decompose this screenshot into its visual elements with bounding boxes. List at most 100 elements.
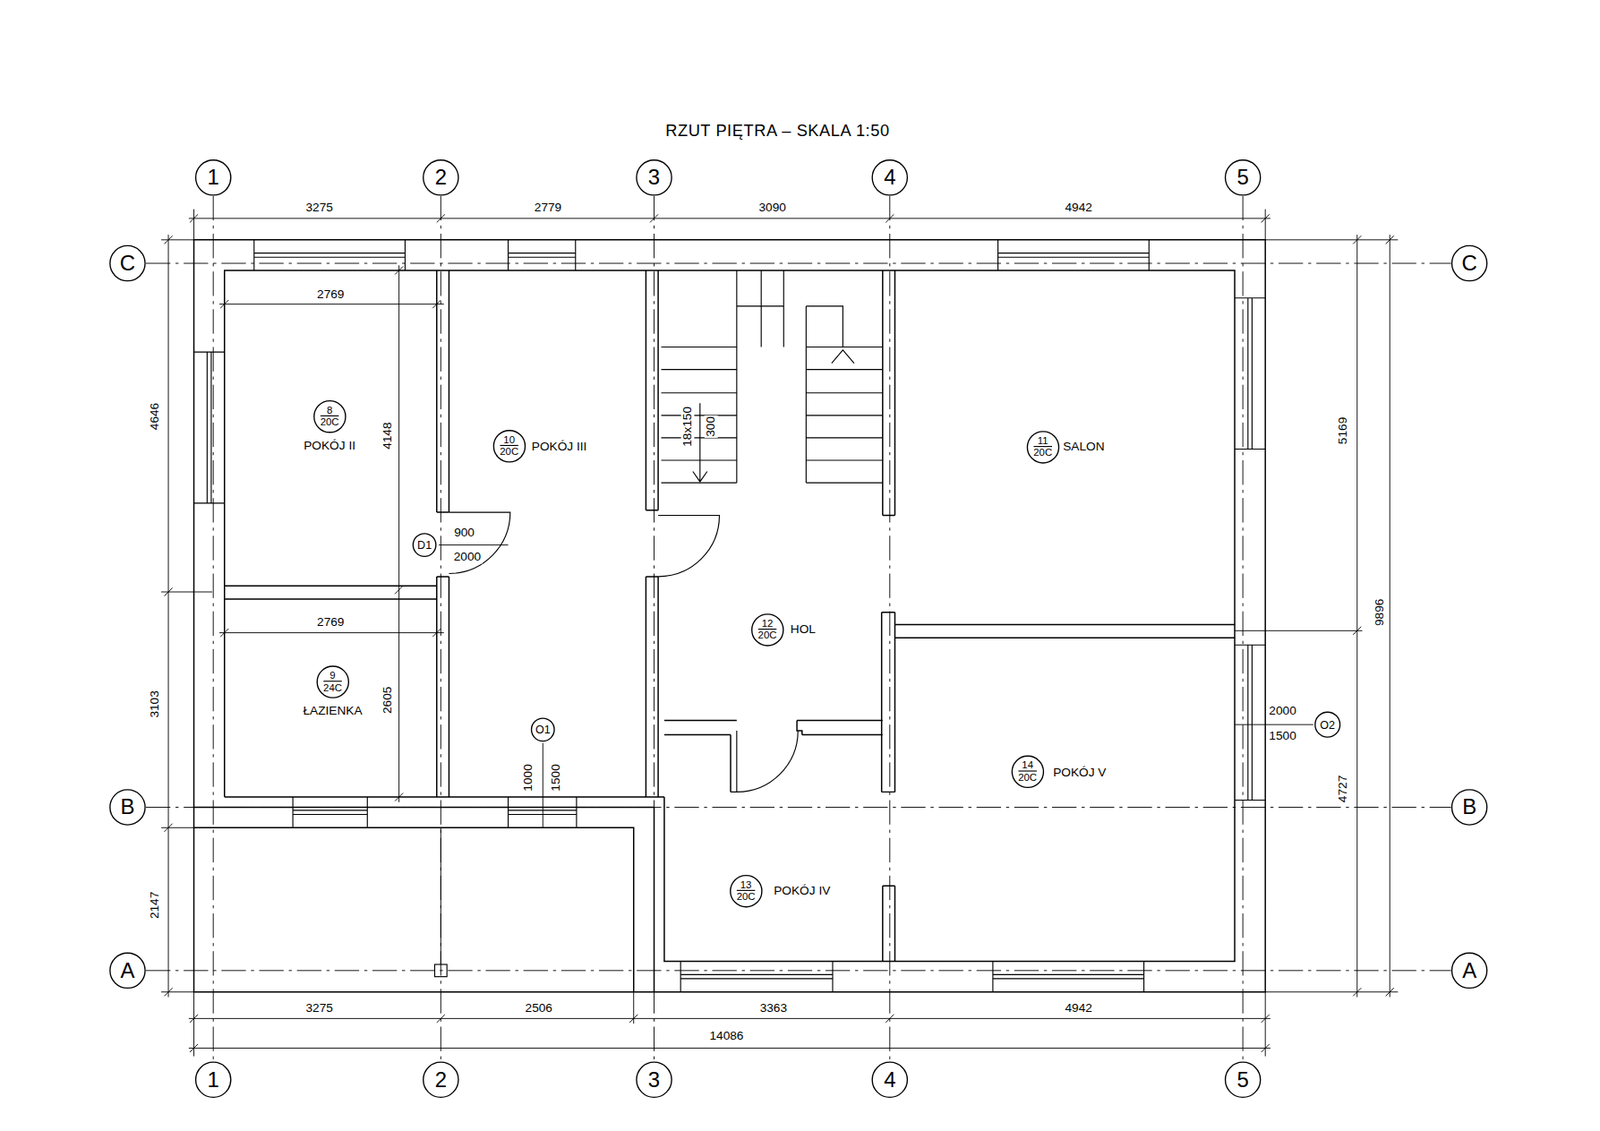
dimension: 3275 bbox=[304, 201, 334, 215]
bubble-text: 1 bbox=[207, 1068, 220, 1092]
bubble-circle bbox=[730, 874, 762, 907]
grid-bubble: C bbox=[1451, 245, 1489, 283]
room-tag: 924C bbox=[316, 665, 350, 699]
bubble-text: 3 bbox=[648, 1068, 660, 1092]
bubble-text: D1 bbox=[417, 539, 432, 552]
axis-mark: B bbox=[1462, 795, 1477, 819]
bubble-circle bbox=[1315, 711, 1341, 737]
grid-bubble: 2 bbox=[422, 159, 460, 197]
grid-bubble: B bbox=[109, 788, 146, 826]
bubble-circle bbox=[751, 614, 783, 646]
element-mark: O2 bbox=[1314, 710, 1342, 738]
room-name: SALON bbox=[1061, 440, 1106, 454]
axis-mark: C bbox=[119, 251, 136, 275]
bubble-circle bbox=[636, 160, 672, 196]
bubble-text: 5 bbox=[1236, 1068, 1249, 1092]
windows bbox=[194, 239, 1267, 993]
grid-axis bbox=[1242, 196, 1244, 1061]
room-height: 20C bbox=[736, 890, 756, 903]
room-tag: 1020C bbox=[492, 429, 526, 463]
room-name: POKÓJ IV bbox=[772, 883, 831, 898]
room-tag: 1420C bbox=[1010, 754, 1044, 788]
bubble-text: O1 bbox=[535, 723, 551, 736]
bubble-circle bbox=[314, 400, 346, 432]
bubble-text: 2 bbox=[435, 1068, 447, 1092]
bubble-text: B bbox=[1462, 795, 1477, 819]
bubble-text: A bbox=[1462, 958, 1477, 983]
grid-bubble: C bbox=[109, 245, 146, 283]
room-height: 20C bbox=[1018, 771, 1037, 784]
element-mark: D1 bbox=[411, 532, 437, 557]
axis-mark: 4 bbox=[883, 1068, 896, 1092]
room-tag: 1220C bbox=[751, 613, 785, 647]
interior-walls bbox=[224, 270, 1235, 962]
axis-mark: 2 bbox=[435, 1068, 447, 1092]
dimension: 2769 bbox=[316, 616, 346, 630]
dimension-lines bbox=[161, 209, 1398, 1057]
bubble-circle bbox=[872, 160, 907, 196]
dimension: 9896 bbox=[1372, 597, 1387, 627]
dimension: 4942 bbox=[1063, 1001, 1094, 1015]
room-number: 11 bbox=[1033, 435, 1053, 448]
bubble-text: B bbox=[119, 795, 135, 819]
dimension: 4148 bbox=[381, 420, 395, 451]
bubble-text: 2 bbox=[435, 165, 447, 189]
column-post bbox=[434, 964, 447, 977]
grid-axis bbox=[145, 806, 1452, 808]
room-name: POKÓJ II bbox=[302, 439, 357, 454]
room-tag: 820C bbox=[313, 400, 347, 434]
axis-mark: A bbox=[119, 958, 135, 983]
room-tag: 1120C bbox=[1026, 430, 1060, 464]
room-height: 20C bbox=[499, 446, 519, 459]
dimension: 2506 bbox=[523, 1001, 554, 1015]
grid-bubble: 5 bbox=[1224, 1060, 1262, 1098]
stair-note: 18x150 bbox=[681, 405, 695, 448]
window-size: 1500 bbox=[1267, 728, 1298, 743]
window-size: 1500 bbox=[549, 762, 564, 793]
bubble-circle bbox=[1011, 755, 1044, 788]
axis-mark: 1 bbox=[207, 165, 220, 189]
axis-mark: 5 bbox=[1236, 165, 1249, 189]
axis-mark: O1 bbox=[535, 723, 551, 736]
dimension: 3090 bbox=[757, 201, 788, 215]
grid-axis bbox=[213, 196, 214, 1061]
grid-axis bbox=[145, 263, 1452, 265]
dimension: 4942 bbox=[1063, 201, 1094, 215]
dimension: 3363 bbox=[759, 1001, 789, 1015]
bubble-circle bbox=[110, 789, 146, 825]
axis-mark: 1 bbox=[207, 1068, 220, 1092]
bubble-circle bbox=[1225, 160, 1261, 196]
grid-axis bbox=[889, 196, 890, 1061]
bubble-circle bbox=[872, 1061, 907, 1097]
dimension: 2769 bbox=[316, 288, 346, 302]
bubble-text: 3 bbox=[648, 165, 660, 189]
axis-mark: B bbox=[119, 795, 135, 819]
room-height: 20C bbox=[1033, 447, 1053, 460]
bubble-circle bbox=[316, 666, 349, 698]
grid-bubble: 4 bbox=[871, 1060, 908, 1098]
bubble-text: 1320C bbox=[736, 879, 756, 903]
grid-bubble: 1 bbox=[195, 159, 232, 197]
dimension: 2779 bbox=[533, 201, 564, 215]
bubble-text: 4 bbox=[883, 1068, 896, 1092]
bubble-text: 924C bbox=[323, 669, 343, 694]
bubble-circle bbox=[493, 429, 525, 462]
bubble-circle bbox=[1452, 789, 1488, 825]
dimension: 3275 bbox=[304, 1001, 334, 1015]
dimension: 3103 bbox=[148, 689, 163, 719]
bubble-text: 1120C bbox=[1033, 435, 1053, 459]
bubble-text: 1420C bbox=[1018, 759, 1037, 783]
axis-mark: 2 bbox=[435, 165, 447, 189]
bubble-circle bbox=[423, 160, 459, 196]
room-height: 20C bbox=[320, 417, 340, 429]
bubble-circle bbox=[636, 1061, 672, 1097]
bubble-text: O2 bbox=[1319, 718, 1335, 731]
bubble-circle bbox=[196, 160, 232, 196]
bubble-text: C bbox=[1461, 251, 1477, 275]
bubble-circle bbox=[423, 1061, 459, 1097]
dimension: 4646 bbox=[148, 402, 163, 432]
axis-mark: O2 bbox=[1319, 718, 1335, 731]
room-name: HOL bbox=[789, 623, 817, 637]
